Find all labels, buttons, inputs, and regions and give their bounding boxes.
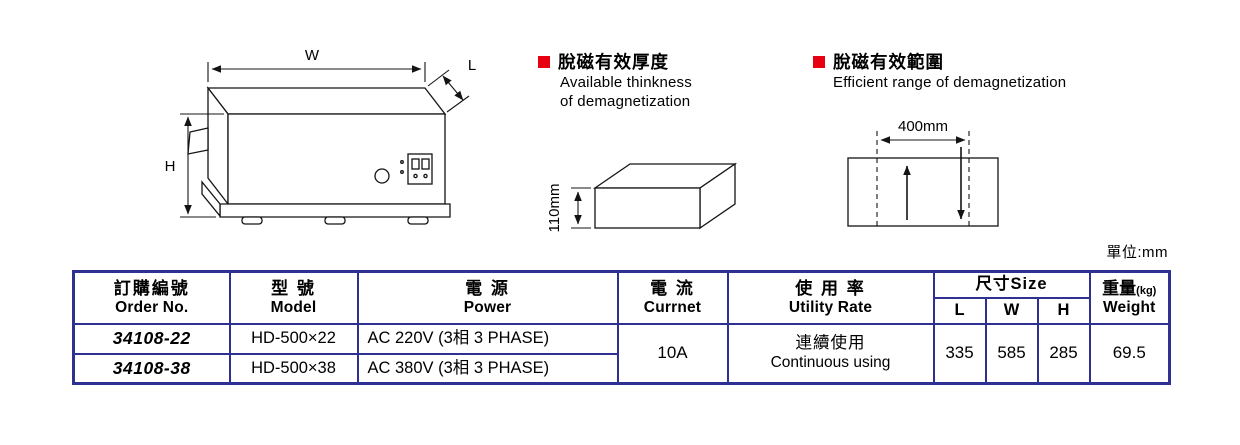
- range-section-header: 脫磁有效範圍: [813, 49, 944, 74]
- dimension-w: W: [207, 47, 426, 82]
- dim-l-label: L: [468, 57, 476, 74]
- power-switch-icon: [400, 153, 433, 185]
- pass-direction-arrows: [903, 147, 965, 220]
- thickness-section-header: 脫磁有效厚度: [538, 49, 669, 74]
- cell-weight: 69.5: [1088, 322, 1171, 385]
- dim-w-label: W: [305, 47, 320, 64]
- range-title: 脫磁有效範圍: [833, 52, 944, 72]
- dimension-range: 400mm: [880, 118, 966, 144]
- thickness-desc-line1: Available thinkness: [560, 74, 692, 91]
- cell-order-no: 34108-38: [72, 352, 231, 385]
- cell-power: AC 380V (3相 3 PHASE): [356, 352, 619, 385]
- cell-size-h: 285: [1036, 322, 1091, 385]
- range-description: Efficient range of demagnetization: [833, 74, 1067, 91]
- range-drawing: 400mm: [847, 118, 999, 227]
- thickness-title: 脫磁有效厚度: [558, 52, 669, 72]
- cell-size-l: 335: [932, 322, 987, 385]
- dim-h-label: H: [165, 158, 176, 175]
- dimension-h: H: [165, 113, 224, 218]
- table-row: 34108-22 HD-500×22 AC 220V (3相 3 PHASE) …: [72, 322, 1171, 385]
- col-header-size-w: W: [984, 296, 1039, 325]
- cell-model: HD-500×38: [228, 352, 359, 385]
- range-dim-label: 400mm: [898, 118, 948, 135]
- col-header-utility-rate: 使 用 率 Utility Rate: [726, 270, 935, 325]
- cell-power: AC 220V (3相 3 PHASE): [356, 322, 619, 355]
- cell-utility-rate: 連續使用 Continuous using: [726, 322, 935, 385]
- range-boundary-lines: [876, 131, 970, 226]
- cell-size-w: 585: [984, 322, 1039, 385]
- dimension-l: L: [427, 57, 476, 113]
- col-header-current: 電 流 Currnet: [616, 270, 729, 325]
- cell-order-no: 34108-22: [72, 322, 231, 355]
- thickness-dim-label: 110mm: [546, 184, 563, 233]
- machine-drawing: W L H: [165, 47, 476, 225]
- thickness-description: Available thinkness of demagnetization: [560, 73, 692, 111]
- thickness-desc-line2: of demagnetization: [560, 93, 691, 110]
- cell-model: HD-500×22: [228, 322, 359, 355]
- indicator-light-icon: [374, 168, 390, 184]
- col-header-size-l: L: [932, 296, 987, 325]
- table-row: 34108-38 HD-500×38 AC 380V (3相 3 PHASE): [72, 352, 1170, 385]
- dimension-thickness: 110mm: [546, 184, 591, 233]
- cell-current: 10A: [616, 322, 729, 385]
- red-square-bullet-icon: [538, 55, 550, 68]
- col-header-size: 尺寸Size: [932, 270, 1091, 299]
- demagnetizer-plate: [847, 157, 999, 227]
- col-header-order-no: 訂購編號 Order No.: [72, 270, 231, 325]
- thickness-drawing: 110mm: [546, 162, 738, 233]
- col-header-size-h: H: [1036, 296, 1091, 325]
- workpiece-box: [592, 162, 738, 230]
- col-header-power: 電 源 Power: [356, 270, 619, 325]
- red-square-bullet-icon: [813, 55, 825, 68]
- spec-table: 訂購編號 Order No. 型 號 Model 電 源 Power 電 流 C…: [72, 270, 1172, 385]
- machine-handle: [187, 127, 209, 155]
- unit-note: 單位:mm: [1106, 244, 1168, 261]
- col-header-weight: 重量(kg) Weight: [1088, 270, 1171, 325]
- col-header-model: 型 號 Model: [228, 270, 359, 325]
